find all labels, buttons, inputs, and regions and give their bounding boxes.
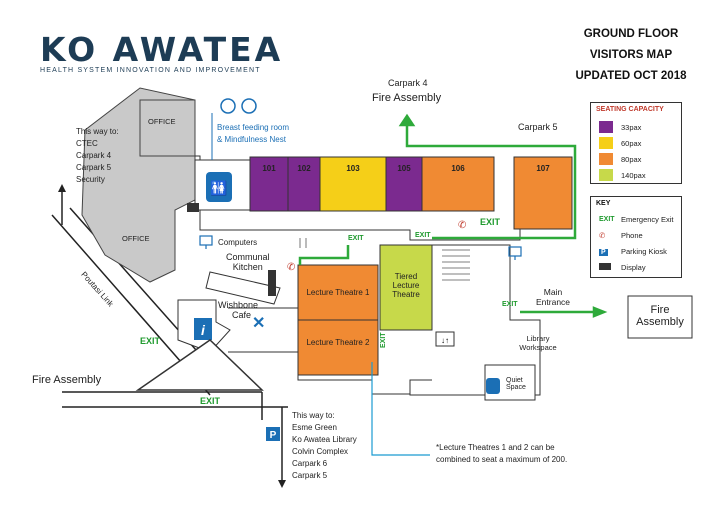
communal-kitchen-label: Communal Kitchen	[226, 252, 270, 272]
room-105-label: 105	[397, 164, 411, 173]
lecture-theatre-2-shape	[297, 319, 379, 376]
header-floor: GROUND FLOOR	[583, 28, 679, 40]
legend-title: SEATING CAPACITY	[596, 106, 664, 113]
footnote-pointer	[371, 362, 430, 456]
key-title: KEY	[596, 200, 611, 207]
svg-text:↓↑: ↓↑	[441, 336, 449, 345]
exit-label-2: EXIT	[348, 235, 364, 242]
room-103-label: 103	[346, 164, 360, 173]
room-107-shape	[513, 156, 573, 230]
legend-item: 60pax	[599, 137, 641, 149]
toilet-icon	[206, 172, 232, 202]
display-icon	[599, 263, 621, 272]
svg-text:P: P	[270, 430, 277, 441]
room-101-shape	[249, 156, 289, 212]
lecture-theatre-1-label: Lecture Theatre 1	[306, 288, 370, 297]
tiered-theatre-shape	[379, 244, 433, 331]
room-105-shape	[385, 156, 423, 212]
map-header: GROUND FLOOR VISITORS MAP UPDATED OCT 20…	[572, 24, 690, 87]
carpark-5-label: Carpark 5	[518, 122, 558, 132]
kitchen-counter	[205, 271, 281, 305]
this-way-bottom: This way to: Esme Green Ko Awatea Librar…	[292, 411, 357, 480]
main-entrance-label: Main Entrance	[536, 287, 571, 307]
computers-label: Computers	[218, 238, 258, 247]
exit-label-3: EXIT	[415, 232, 431, 239]
parking-kiosk-icon	[266, 427, 280, 441]
wishbone-cafe-label: Wishbone Cafe	[218, 300, 259, 320]
breastfeeding-icon	[220, 98, 236, 114]
this-way-top: This way to: CTEC Carpark 4 Carpark 5 Se…	[76, 127, 119, 184]
exit-label-4: EXIT	[502, 301, 518, 308]
room-106-label: 106	[451, 164, 465, 173]
seating-capacity-legend: SEATING CAPACITY 33pax 60pax 80pax 140pa…	[590, 102, 682, 184]
library-workspace-label: Library Workspace	[519, 334, 557, 352]
breastfeeding-label-1: Breast feeding room	[217, 123, 290, 132]
exit-label-1: EXIT	[480, 217, 501, 227]
parking-icon: P	[599, 249, 608, 256]
quiet-space-icon	[486, 378, 500, 394]
fire-assembly-right-label: Fire Assembly	[636, 304, 684, 328]
room-106-shape	[421, 156, 495, 212]
exit-label-6: EXIT	[380, 332, 387, 348]
lift-icon	[435, 331, 455, 347]
fire-assembly-left-label: Fire Assembly	[32, 374, 102, 386]
cutlery-icon: ✕	[252, 315, 265, 332]
carpark-4-label: Carpark 4	[388, 78, 428, 88]
lecture-theatre-2-label: Lecture Theatre 2	[306, 338, 370, 347]
phone-icon: ✆	[599, 231, 606, 240]
exit-label-7: EXIT	[200, 396, 221, 406]
room-102-shape	[287, 156, 321, 212]
quiet-space-label: Quiet Space	[506, 377, 526, 391]
office-top-block	[139, 99, 196, 157]
legend-item: 140pax	[599, 169, 646, 181]
legend-item: 80pax	[599, 153, 641, 165]
svg-text:✆: ✆	[287, 262, 295, 273]
display-icon	[187, 203, 199, 212]
footnote: *Lecture Theatres 1 and 2 can be combine…	[436, 443, 568, 464]
fire-assembly-box	[627, 295, 693, 339]
room-102-label: 102	[297, 164, 311, 173]
legend-item: 33pax	[599, 121, 641, 133]
tiered-theatre-label: Tiered Lecture Theatre	[392, 272, 420, 299]
room-101-label: 101	[262, 164, 276, 173]
svg-text:🚻: 🚻	[210, 180, 227, 197]
fire-assembly-top-label: Fire Assembly	[372, 92, 442, 104]
office-label-lower: OFFICE	[122, 234, 150, 243]
phone-icon: ✆	[458, 220, 466, 231]
exit-label-5: EXIT	[140, 336, 161, 346]
brand-tagline: HEALTH SYSTEM INNOVATION AND IMPROVEMENT	[40, 67, 261, 74]
room-103-shape	[319, 156, 387, 212]
breastfeeding-label-2: & Mindfulness Nest	[217, 135, 286, 144]
computer-icon	[199, 235, 522, 260]
room-107-label: 107	[536, 164, 550, 173]
brand-logo-text: KO AWATEA	[40, 30, 284, 69]
stairs	[299, 238, 470, 281]
svg-text:i: i	[201, 322, 206, 338]
header-title: VISITORS MAP	[589, 49, 673, 61]
office-label-top: OFFICE	[148, 117, 176, 126]
key-item-display: Display	[599, 263, 646, 272]
key-item-phone: ✆Phone	[599, 231, 643, 240]
exit-routes	[298, 113, 608, 318]
info-icon	[194, 318, 212, 340]
header-updated: UPDATED OCT 2018	[575, 70, 687, 82]
